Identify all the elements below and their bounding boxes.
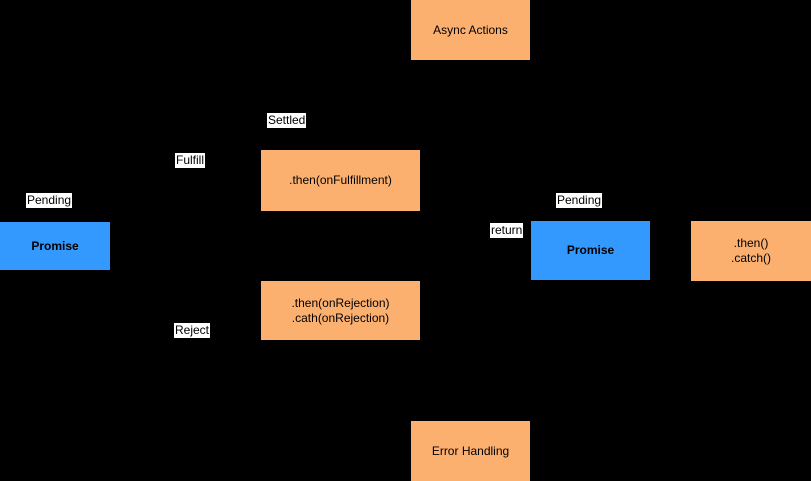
node-async-actions-label: Async Actions — [433, 22, 508, 37]
node-promise-initial-label: Promise — [31, 238, 79, 253]
edge-label-fulfill: Fulfill — [175, 153, 206, 168]
connector-promise-to-thencatch — [650, 251, 691, 252]
edge-label-reject: Reject — [174, 323, 211, 338]
node-then-on-rejection[interactable]: .then(onRejection) .cath(onRejection) — [261, 281, 420, 340]
connector-then-to-promise — [420, 250, 531, 251]
edge-label-return: return — [490, 223, 524, 238]
node-then-catch-line2: .catch() — [730, 251, 771, 265]
edge-label-pending-left: Pending — [26, 193, 73, 208]
node-then-catch-line1: .then() — [733, 236, 769, 250]
connector-rejection-to-error — [470, 340, 471, 421]
edge-label-settled: Settled — [267, 113, 307, 128]
node-promise-initial[interactable]: Promise — [0, 222, 110, 270]
node-then-catch[interactable]: .then() .catch() — [691, 221, 811, 281]
edge-label-pending-right: Pending — [556, 193, 603, 208]
connector-async-to-then — [470, 60, 471, 150]
node-then-on-fulfillment-label: .then(onFulfillment) — [289, 173, 392, 187]
connector-settled-to-fulfill — [289, 129, 290, 150]
node-async-actions[interactable]: Async Actions — [411, 0, 530, 60]
node-then-on-rejection-line1: .then(onRejection) — [291, 295, 390, 310]
connector-promise-to-settled — [110, 245, 260, 246]
node-then-on-rejection-line2: .cath(onRejection) — [291, 310, 390, 325]
node-promise-returned-label: Promise — [566, 243, 615, 257]
node-promise-returned[interactable]: Promise — [531, 221, 650, 280]
node-error-handling-label: Error Handling — [431, 443, 510, 458]
node-error-handling[interactable]: Error Handling — [411, 421, 530, 481]
node-then-on-fulfillment[interactable]: .then(onFulfillment) — [261, 150, 420, 211]
